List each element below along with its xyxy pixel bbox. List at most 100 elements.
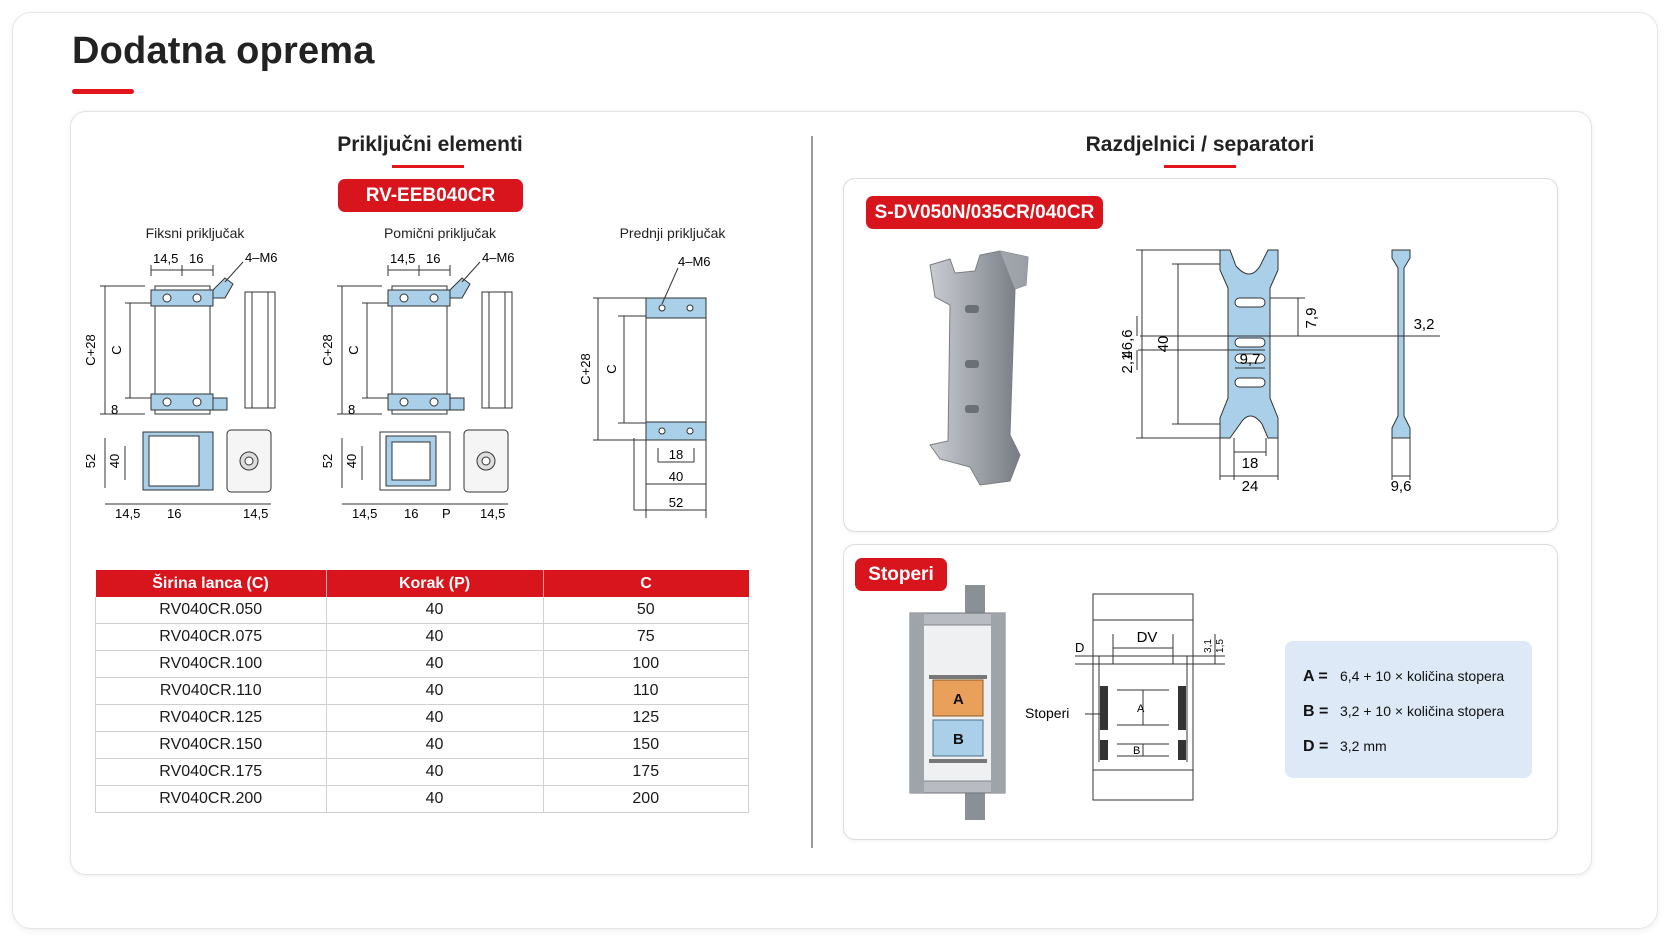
right-section-title: Razdjelnici / separatori [1085,133,1315,156]
stoppers-photo-illustration: A B [909,585,1006,820]
front-dim-18: 18 [669,447,683,462]
fixed-dim-b1: 14,5 [115,506,140,521]
front-dim-c: C [604,364,619,373]
fixed-dim-14-5: 14,5 [153,251,178,266]
fixed-dim-40: 40 [107,454,122,468]
moving-dim-16: 16 [426,251,440,266]
front-connector-drawing: 4–M6 C+28 C 18 40 52 [578,254,711,518]
cell-pitch: 40 [326,704,544,732]
moving-dim-14-5: 14,5 [390,251,415,266]
stopper-photo-a: A [953,691,964,708]
cell-c: 100 [543,650,749,678]
fixed-connector-label: Fiksni priključak [145,225,245,241]
separator-technical-drawing: 46,6 40 2,1 9,7 7,9 18 24 3,2 9,6 [1119,249,1440,495]
sep-dim-slot-gap: 2,1 [1119,353,1136,374]
col-header-width: Širina lanca (C) [95,570,327,597]
col-header-c: C [543,570,749,597]
legend-key-d: D = [1303,738,1329,755]
sep-dim-side-width: 9,6 [1391,478,1412,495]
moving-connector-label: Pomični priključak [383,225,497,241]
stopper-dim-dv: DV [1137,629,1158,646]
legend-row-a: A =6,4 + 10 × količina stopera [1303,668,1504,686]
moving-dim-52: 52 [322,454,335,468]
moving-screw-label: 4–M6 [482,250,515,265]
stoppers-technical-drawing: D DV Stoperi A B 3,1 1,5 [1025,593,1226,801]
front-dim-c28: C+28 [578,353,593,384]
fixed-dim-c28: C+28 [85,334,98,365]
sep-dim-inner-height: 40 [1155,336,1172,353]
moving-dim-40: 40 [344,454,359,468]
spec-table: Širina lanca (C) Korak (P) C RV040CR.050… [95,570,749,813]
sep-dim-outer-width: 24 [1242,478,1259,495]
left-section-title: Priključni elementi [337,133,523,156]
moving-dim-p: P [442,506,451,521]
legend-text-b: 3,2 + 10 × količina stopera [1340,703,1505,719]
moving-connector-drawing: 14,5 16 4–M6 C+28 C 8 52 40 14,5 16 P 14… [322,250,515,521]
separator-part-illustration [929,250,1029,486]
cell-code: RV040CR.150 [95,731,327,759]
sep-dim-slot-width: 9,7 [1240,351,1261,368]
front-connector-label: Prednji priključak [619,225,726,241]
moving-dim-c28: C+28 [322,334,335,365]
sep-dim-inner-width: 18 [1242,455,1259,472]
stoppers-badge: Stoperi [855,558,947,591]
sep-dim-slot-height: 7,9 [1303,308,1320,329]
moving-dim-c: C [346,345,361,354]
separator-badge: S-DV050N/035CR/040CR [866,196,1103,229]
front-dim-40: 40 [669,469,683,484]
cell-pitch: 40 [326,623,544,651]
product-code-badge: RV-EEB040CR [338,179,523,212]
stopper-dim-b: B [1133,745,1140,757]
cell-code: RV040CR.200 [95,785,327,813]
stopper-dim-small2: 1,5 [1215,639,1226,653]
moving-dim-b1: 14,5 [352,506,377,521]
stopper-dim-small1: 3,1 [1203,639,1214,653]
legend-text-d: 3,2 mm [1340,738,1387,754]
cell-code: RV040CR.175 [95,758,327,786]
fixed-dim-b3: 14,5 [243,506,268,521]
cell-c: 50 [543,597,749,624]
cell-c: 125 [543,704,749,732]
page-title: Dodatna oprema [72,30,375,72]
legend-text-a: 6,4 + 10 × količina stopera [1340,668,1505,684]
stopper-label: Stoperi [1025,705,1069,721]
table-header-row: Širina lanca (C) Korak (P) C [95,570,749,597]
stopper-dim-d: D [1075,640,1084,655]
stoppers-legend: A =6,4 + 10 × količina stopera B = 3,2 + … [1285,641,1532,778]
cell-pitch: 40 [326,785,544,813]
sep-dim-thickness: 3,2 [1414,316,1435,333]
right-section-underline [1164,165,1236,168]
cell-code: RV040CR.110 [95,677,327,705]
stopper-photo-b: B [953,731,964,748]
fixed-dim-16: 16 [189,251,203,266]
cell-pitch: 40 [326,677,544,705]
cell-code: RV040CR.100 [95,650,327,678]
fixed-dim-52: 52 [85,454,98,468]
fixed-screw-label: 4–M6 [245,250,278,265]
legend-key-b: B = [1303,703,1329,720]
front-screw-label: 4–M6 [678,254,711,269]
cell-c: 175 [543,758,749,786]
section-divider [811,136,813,848]
legend-row-d: D = 3,2 mm [1303,738,1387,756]
col-header-pitch: Korak (P) [326,570,544,597]
title-underline [72,89,134,94]
moving-dim-8: 8 [348,402,355,417]
left-section-underline [392,165,464,168]
fixed-connector-drawing: 14,5 16 4–M6 C+28 C 8 52 40 14,5 16 14,5 [85,250,278,521]
fixed-dim-8: 8 [111,402,118,417]
cell-code: RV040CR.125 [95,704,327,732]
cell-c: 75 [543,623,749,651]
cell-code: RV040CR.050 [95,597,327,624]
front-dim-52: 52 [669,495,683,510]
moving-dim-b2: 16 [404,506,418,521]
cell-pitch: 40 [326,758,544,786]
